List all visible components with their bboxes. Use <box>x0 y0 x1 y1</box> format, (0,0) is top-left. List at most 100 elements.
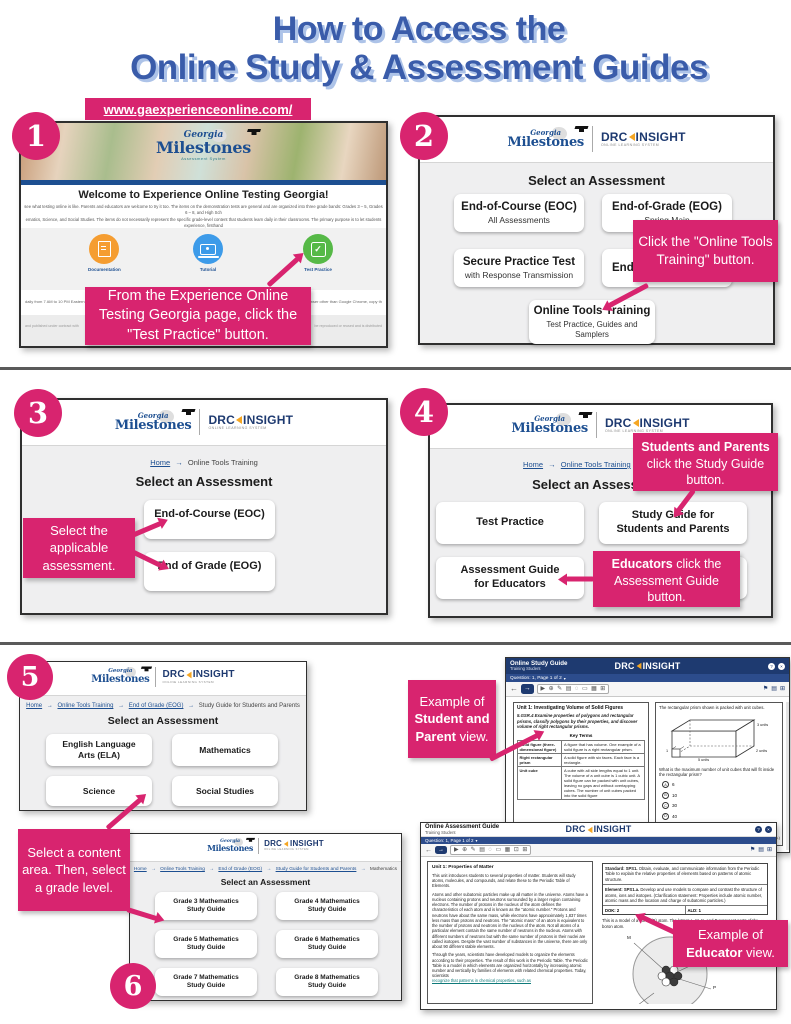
answer-option[interactable]: C 30 <box>662 802 779 810</box>
reference-icon[interactable]: ▤ <box>771 686 777 692</box>
url-banner-link[interactable]: www.gaexperienceonline.com/ <box>85 98 311 120</box>
radio-icon[interactable]: D <box>662 812 669 820</box>
breadcrumb-ott-link[interactable]: Online Tools Training <box>57 703 114 709</box>
back-icon[interactable]: ← <box>425 846 432 854</box>
test-practice-tile[interactable]: ✓ Test Practice <box>303 234 333 272</box>
table-row: Unit cube A cube with all side lengths e… <box>516 765 645 800</box>
zoom-icon[interactable]: ⊕ <box>548 686 554 692</box>
breadcrumb-ott-link[interactable]: Online Tools Training <box>560 460 631 469</box>
exit-icon[interactable]: × <box>778 662 785 670</box>
georgia-milestones-logo: Georgia Milestones <box>507 127 584 149</box>
line-guide-icon[interactable]: ▭ <box>495 847 502 853</box>
breadcrumb-ott-link[interactable]: Online Tools Training <box>160 867 205 872</box>
grade-3-math-button[interactable]: Grade 3 Mathematics Study Guide <box>155 892 257 920</box>
eog-button[interactable]: End of Grade (EOG) <box>144 552 275 591</box>
breadcrumb-home-link[interactable]: Home <box>26 703 43 709</box>
secure-practice-test-button[interactable]: Secure Practice Test with Response Trans… <box>454 249 584 287</box>
step-5-number: 5 <box>7 654 53 700</box>
breadcrumb-eog-link[interactable]: End of Grade (EOG) <box>128 703 184 709</box>
ela-button[interactable]: English Language Arts (ELA) <box>46 734 152 766</box>
window-title: Online Assessment Guide <box>425 823 500 830</box>
answer-option[interactable]: D 40 <box>662 812 779 820</box>
question-bar: Question: 1, Page 1 of 2 ▾ <box>421 837 776 844</box>
georgia-state-icon <box>555 413 571 426</box>
callout-text: click the Study Guide button. <box>646 456 765 488</box>
window-header: Online Assessment Guide Training Student… <box>421 823 776 837</box>
radio-icon[interactable]: B <box>662 791 669 799</box>
forward-icon[interactable]: → <box>435 845 447 855</box>
grade-5-math-button[interactable]: Grade 5 Mathematics Study Guide <box>155 930 257 958</box>
eoc-button[interactable]: End-of-Course (EOC) <box>144 500 275 539</box>
flag-icon[interactable]: ⚑ <box>749 847 756 853</box>
masking-icon[interactable]: ▦ <box>591 686 597 692</box>
option-value: 30 <box>672 803 678 809</box>
calculator-icon[interactable]: ⊞ <box>779 686 785 692</box>
drc-swoosh-icon <box>236 415 243 424</box>
scrollbar[interactable] <box>786 702 789 850</box>
grade-7-math-button[interactable]: Grade 7 Mathematics Study Guide <box>155 968 257 996</box>
search-icon[interactable]: ◌ <box>574 686 579 692</box>
callout-text: Select the applicable assessment. <box>42 523 116 573</box>
highlighter-icon[interactable]: ✎ <box>557 686 563 692</box>
grade-4-math-button[interactable]: Grade 4 Mathematics Study Guide <box>276 892 378 920</box>
georgia-milestones-logo: Georgia Milestones <box>207 837 253 852</box>
step-2-number: 2 <box>400 112 448 160</box>
breadcrumb: Home → Online Tools Training → End of Gr… <box>130 867 401 872</box>
notepad-icon[interactable]: ▤ <box>479 847 485 853</box>
flag-icon[interactable]: ⚑ <box>762 686 769 692</box>
page-title-line2: Online Study & Assessment Guides <box>130 48 708 87</box>
breadcrumb-study-guide-link[interactable]: Study Guide for Students and Parents <box>275 867 357 872</box>
help-icon[interactable]: ? <box>768 662 775 670</box>
online-tools-training-button[interactable]: Online Tools Training Test Practice, Gui… <box>529 300 655 344</box>
step-4-educators-callout: Educators click the Assessment Guide but… <box>593 551 740 607</box>
tutorial-tile[interactable]: Tutorial <box>193 234 223 272</box>
callout-text: click the Assessment Guide button. <box>614 557 722 604</box>
term-cell: Right rectangular prism <box>516 752 563 767</box>
options-icon[interactable]: ⊞ <box>522 847 528 853</box>
pointer-icon[interactable]: ▶ <box>540 686 546 692</box>
dropdown-caret-icon[interactable]: ▾ <box>475 838 478 843</box>
breadcrumb-home-link[interactable]: Home <box>133 867 147 872</box>
options-icon[interactable]: ⊞ <box>600 686 606 692</box>
pointer-icon[interactable]: ▶ <box>454 847 459 853</box>
calculator-icon[interactable]: ⊞ <box>766 847 772 853</box>
grad-cap-icon <box>579 410 592 419</box>
button-title: Online Tools Training <box>533 305 651 318</box>
reference-icon[interactable]: ▤ <box>758 847 764 853</box>
study-guide-button[interactable]: Study Guide for Students and Parents <box>599 502 747 544</box>
search-icon[interactable]: ◌ <box>488 847 492 853</box>
radio-icon[interactable]: C <box>662 802 669 810</box>
highlighter-icon[interactable]: ✎ <box>470 847 476 853</box>
help-icon[interactable]: ? <box>755 826 762 833</box>
line-guide-icon[interactable]: ▭ <box>581 686 588 692</box>
answer-option[interactable]: B 10 <box>662 791 779 799</box>
sketch-icon[interactable]: ⊡ <box>513 847 519 853</box>
exit-icon[interactable]: × <box>765 826 772 833</box>
masking-icon[interactable]: ▦ <box>504 847 511 853</box>
social-studies-button[interactable]: Social Studies <box>172 776 278 806</box>
forward-icon[interactable]: → <box>521 684 534 694</box>
dropdown-caret-icon[interactable]: ▾ <box>563 675 566 681</box>
breadcrumb-home-link[interactable]: Home <box>523 460 544 469</box>
grade-6-math-button[interactable]: Grade 6 Mathematics Study Guide <box>276 930 378 958</box>
button-subtitle: Test Practice, Guides and Samplers <box>546 319 638 339</box>
notepad-icon[interactable]: ▤ <box>565 686 572 692</box>
mathematics-button[interactable]: Mathematics <box>172 734 278 766</box>
breadcrumb-home-link[interactable]: Home <box>150 458 171 467</box>
grad-cap-icon <box>246 836 254 842</box>
zoom-icon[interactable]: ⊕ <box>462 847 468 853</box>
documentation-tile[interactable]: Documentation <box>88 234 121 272</box>
georgia-state-icon <box>159 410 175 423</box>
grade-8-math-button[interactable]: Grade 8 Mathematics Study Guide <box>276 968 378 996</box>
answer-option[interactable]: A 6 <box>662 781 779 789</box>
eoc-button[interactable]: End-of-Course (EOC) All Assessments <box>454 194 584 232</box>
button-title: Grade 6 Mathematics Study Guide <box>294 935 360 951</box>
back-icon[interactable]: ← <box>510 684 518 693</box>
georgia-state-icon <box>211 129 227 142</box>
radio-icon[interactable]: A <box>662 781 669 789</box>
drc-swoosh-icon <box>587 826 593 833</box>
breadcrumb-eog-link[interactable]: End of Grade (EOG) <box>218 867 263 872</box>
test-practice-button[interactable]: Test Practice <box>436 502 584 544</box>
